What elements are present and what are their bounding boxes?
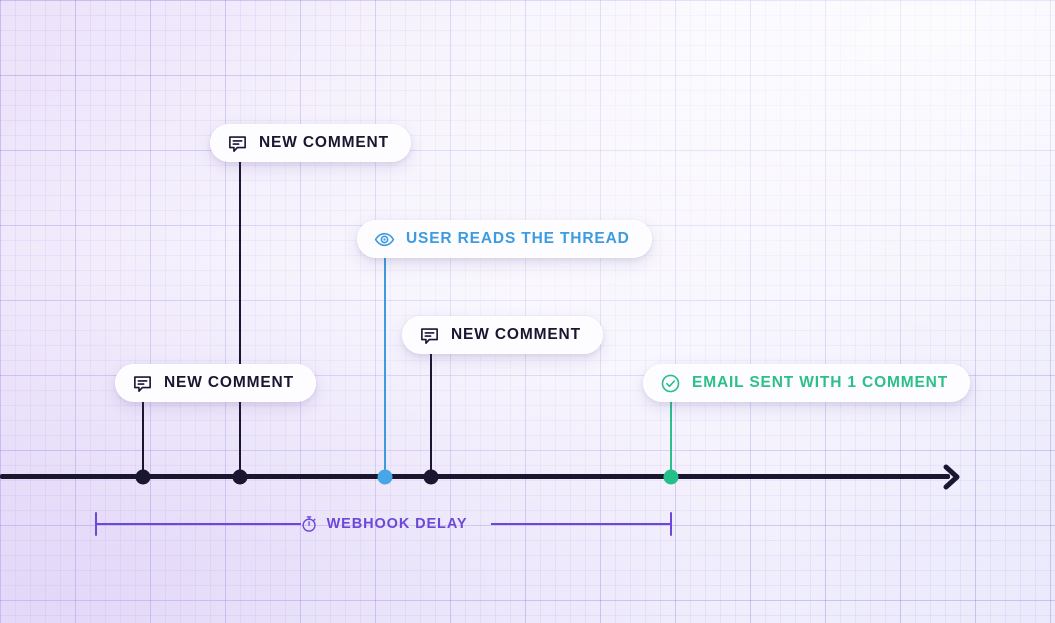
bracket-cap-right — [670, 512, 672, 536]
event-label-text: NEW COMMENT — [451, 326, 581, 344]
event-stem-comment-2 — [239, 160, 241, 478]
event-dot-comment-1[interactable] — [135, 469, 151, 485]
event-label-text: EMAIL SENT WITH 1 COMMENT — [692, 374, 949, 392]
webhook-delay-label: WEBHOOK DELAY — [300, 508, 468, 540]
webhook-delay-bracket: WEBHOOK DELAY — [95, 508, 672, 540]
event-dot-comment-3[interactable] — [423, 469, 439, 485]
event-stem-comment-1 — [142, 400, 144, 478]
event-label-comment-3[interactable]: NEW COMMENT — [402, 316, 603, 354]
event-stem-read-1 — [384, 256, 386, 478]
event-stem-email-1 — [670, 400, 672, 478]
comment-icon — [227, 133, 248, 154]
event-dot-email-1[interactable] — [663, 469, 679, 485]
event-dot-comment-2[interactable] — [232, 469, 248, 485]
event-label-read-1[interactable]: USER READS THE THREAD — [357, 220, 652, 258]
comment-icon — [132, 373, 153, 394]
eye-icon — [374, 229, 395, 250]
time-axis — [0, 474, 950, 479]
comment-icon — [419, 325, 440, 346]
event-stem-comment-3 — [430, 352, 432, 478]
bracket-rule-right — [491, 523, 671, 525]
event-label-comment-2[interactable]: NEW COMMENT — [210, 124, 411, 162]
bracket-rule-left — [96, 523, 301, 525]
event-label-text: NEW COMMENT — [164, 374, 294, 392]
arrow-right-icon — [930, 461, 962, 493]
check-circle-icon — [660, 373, 681, 394]
event-dot-read-1[interactable] — [377, 469, 393, 485]
event-label-email-1[interactable]: EMAIL SENT WITH 1 COMMENT — [643, 364, 971, 402]
event-label-text: USER READS THE THREAD — [406, 230, 630, 248]
stopwatch-icon — [300, 515, 318, 533]
event-label-comment-1[interactable]: NEW COMMENT — [115, 364, 316, 402]
event-label-text: NEW COMMENT — [259, 134, 389, 152]
webhook-delay-text: WEBHOOK DELAY — [326, 515, 468, 532]
